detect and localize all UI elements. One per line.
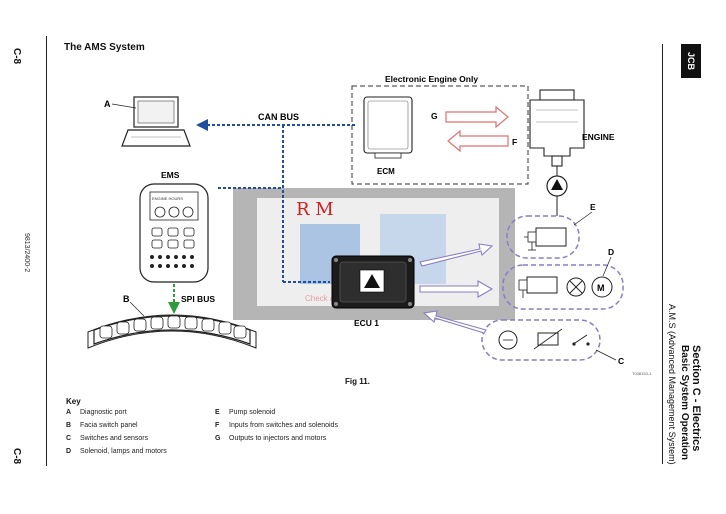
figure-code: T038153-1 (632, 371, 652, 376)
left-margin-rule (46, 36, 47, 466)
can-bus-lines (196, 119, 355, 283)
diagnostic-laptop-icon (121, 96, 191, 147)
outputs-group: M (502, 264, 624, 310)
electronic-engine-label: Electronic Engine Only (385, 74, 478, 84)
pump-icon (546, 166, 568, 216)
inputs-group (481, 319, 601, 361)
ecu-label: ECU 1 (354, 318, 379, 328)
key-heading: Key (66, 397, 81, 406)
ems-unit: ENGINE HOURS (139, 183, 209, 283)
input-arrow-f (447, 129, 509, 153)
figure-caption: Fig 11. (345, 377, 370, 386)
callout-c: C (618, 356, 624, 366)
callout-a: A (104, 99, 111, 109)
ems-label: EMS (161, 170, 180, 180)
electronic-engine-box (351, 85, 529, 185)
ecm-module (363, 96, 413, 159)
engine-label: ENGINE (582, 132, 615, 142)
callout-d: D (608, 247, 614, 257)
output-arrow-g (445, 105, 509, 129)
can-bus-label: CAN BUS (258, 112, 299, 122)
ems-screen-text: ENGINE HOURS (152, 196, 183, 201)
facia-switch-panel (87, 314, 257, 349)
motor-icon (591, 276, 613, 298)
motor-symbol: M (597, 283, 605, 293)
switch-icon (572, 342, 576, 346)
brand-logo: JCB (681, 44, 701, 78)
engine-icon (529, 89, 585, 167)
callout-f: F (512, 137, 517, 147)
callout-g: G (431, 111, 438, 121)
callout-b: B (123, 294, 130, 304)
spi-bus-label: SPI BUS (181, 294, 215, 304)
ecu-output-arrows (419, 243, 494, 334)
ecm-label: ECM (377, 167, 395, 176)
pump-solenoid-group (506, 215, 580, 259)
ecu-module (331, 255, 415, 309)
watermark-logo: R M (296, 199, 334, 220)
right-margin-rule (662, 44, 663, 464)
page-title: The AMS System (64, 42, 145, 53)
callout-e: E (590, 202, 596, 212)
